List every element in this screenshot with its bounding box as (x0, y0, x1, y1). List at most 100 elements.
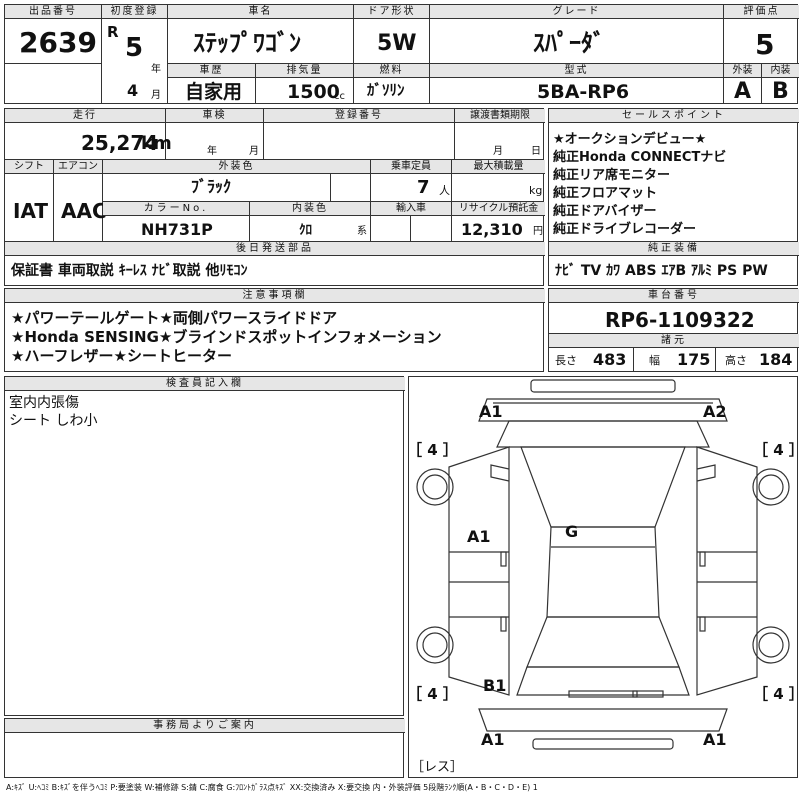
chassis-number: RP6-1109322 (605, 308, 755, 332)
sales-point-panel: セールスポイント ★オークションデビュー★ 純正Honda CONNECTナビ … (548, 108, 799, 286)
car-name: ｽﾃｯﾌﾟﾜｺﾞﾝ (193, 29, 301, 57)
model: 5BA-RP6 (537, 81, 630, 103)
capacity-label: 乗車定員 (371, 160, 451, 174)
color-label: 外装色 (103, 160, 370, 174)
score: 5 (755, 28, 775, 61)
sales-point-3: 純正リア席モニター (553, 168, 671, 183)
reg-month: 4 (127, 81, 139, 100)
model-label: 型式 (430, 64, 723, 78)
length-label: 長さ (555, 354, 577, 367)
height-label: 高さ (725, 354, 747, 367)
equip-label: 純正装備 (549, 242, 799, 256)
score-label: 評価点 (724, 5, 799, 19)
mileage: 25,274 (81, 131, 159, 155)
later-parts: 保証書 車両取説 ｷｰﾚｽ ﾅﾋﾞ取説 他ﾘﾓｺﾝ (11, 263, 248, 279)
ac: AAC (61, 199, 107, 223)
era: R (107, 23, 119, 41)
notes-line-2: ★Honda SENSING★ブラインドスポットインフォメーション (11, 328, 442, 346)
inspector-line-2: シート しわ小 (9, 413, 98, 429)
colorno-label: カラーNo. (103, 202, 249, 216)
sales-point-2: 純正Honda CONNECTナビ (553, 150, 727, 165)
mileage-unit: km (141, 133, 172, 154)
import-label: 輸入車 (371, 202, 451, 216)
colorno: NH731P (141, 220, 213, 239)
inspector-panel: 検査員記入欄 室内内張傷 シート しわ小 (4, 376, 405, 716)
width: 175 (677, 350, 711, 369)
displacement-unit: cc (334, 91, 345, 102)
transfer-label: 譲渡書類期限 (455, 109, 545, 123)
interior-score: B (772, 79, 789, 104)
car-diagram: A1 A2 ［ 4 ］ ［ 4 ］ G A1 B1 ［ 4 ］ ［ 4 ］ A1… (409, 379, 797, 775)
mark-a1-bottom-left: A1 (481, 730, 505, 749)
mark-tire-rear-right: ［ 4 ］ (753, 685, 797, 703)
inspector-label: 検査員記入欄 (5, 377, 405, 391)
interior-label: 内装 (762, 64, 799, 78)
door-label: ドア形状 (354, 5, 429, 19)
shift-label: シフト (5, 160, 53, 174)
height: 184 (759, 350, 793, 369)
equipment: ﾅﾋﾞ TV ｶﾜ ABS ｴｱB ｱﾙﾐ PS PW (555, 263, 768, 279)
displacement-label: 排気量 (256, 64, 353, 78)
office-panel: 事務局よりご案内 (4, 718, 405, 778)
notes-label: 注意事項欄 (5, 289, 545, 303)
ac-label: エアコン (54, 160, 102, 174)
mark-a1-top-left: A1 (479, 402, 503, 421)
lot-number: 2639 (19, 26, 97, 59)
intcolor-unit: 系 (357, 226, 367, 237)
mark-tire-rear-left: ［ 4 ］ (409, 685, 458, 703)
sales-point-1: ★オークションデビュー★ (553, 132, 707, 147)
length: 483 (593, 350, 627, 369)
grade: ｽﾊﾟｰﾀﾞ (533, 29, 605, 57)
insp-year-unit: 年 (207, 146, 217, 157)
insp-month-unit: 月 (249, 146, 259, 157)
fuel: ｶﾞｿﾘﾝ (367, 81, 405, 99)
maxload-label: 最大積載量 (452, 160, 545, 174)
door-type: 5W (377, 31, 417, 56)
legend: A:ｷｽﾞ U:ﾍｺﾐ B:ｷｽﾞを伴うﾍｺﾐ P:要塗装 W:補修跡 S:錆 … (6, 783, 538, 792)
damage-diagram-panel: A1 A2 ［ 4 ］ ［ 4 ］ G A1 B1 ［ 4 ］ ［ 4 ］ A1… (408, 376, 798, 778)
vehicle-info: 走行 車検 登録番号 譲渡書類期限 25,274 km 年 月 月 日 シフト … (4, 108, 545, 286)
dims-label: 諸元 (549, 334, 799, 348)
shift: IAT (13, 199, 49, 223)
color: ﾌﾞﾗｯｸ (191, 177, 232, 196)
mark-tire-front-left: ［ 4 ］ (409, 441, 458, 459)
sales-label: セールスポイント (549, 109, 799, 123)
mark-a1-bottom-right: A1 (703, 730, 727, 749)
regno-label: 登録番号 (264, 109, 454, 123)
first-reg-label: 初度登録 (102, 5, 167, 19)
top-section: 出品番号 初度登録 車名 ドア形状 グレード 評価点 車歴 排気量 燃料 型式 … (4, 4, 799, 104)
fuel-label: 燃料 (354, 64, 429, 78)
sales-point-6: 純正ドライブレコーダー (553, 222, 697, 237)
chassis-panel: 車台番号 RP6-1109322 諸元 長さ 483 幅 175 高さ 184 (548, 288, 799, 372)
exterior-label: 外装 (724, 64, 761, 78)
mark-tire-front-right: ［ 4 ］ (753, 441, 797, 459)
capacity-unit: 人 (439, 184, 450, 197)
notes-line-1: ★パワーテールゲート★両側パワースライドドア (11, 309, 338, 327)
width-label: 幅 (649, 354, 660, 367)
exterior-score: A (734, 79, 752, 104)
history-label: 車歴 (168, 64, 255, 78)
reg-month-unit: 月 (151, 90, 161, 101)
car-name-label: 車名 (168, 5, 353, 19)
mark-b1-side: B1 (483, 676, 506, 695)
reg-year: 5 (125, 33, 144, 63)
notes-panel: 注意事項欄 ★パワーテールゲート★両側パワースライドドア ★Honda SENS… (4, 288, 545, 372)
reg-year-unit: 年 (151, 64, 161, 75)
office-label: 事務局よりご案内 (5, 719, 405, 733)
mark-a1-side: A1 (467, 527, 491, 546)
sales-point-4: 純正フロアマット (553, 186, 658, 201)
mark-roof-g: G (565, 522, 578, 541)
intcolor-label: 内装色 (250, 202, 370, 216)
chassis-label: 車台番号 (549, 289, 799, 303)
history: 自家用 (185, 81, 243, 103)
recycle-unit: 円 (533, 226, 543, 237)
lot-label: 出品番号 (5, 5, 101, 19)
inspection-label: 車検 (166, 109, 263, 123)
capacity: 7 (417, 177, 430, 198)
recycle: 12,310 (461, 220, 523, 239)
inspector-line-1: 室内内張傷 (9, 395, 79, 411)
sales-point-5: 純正ドアバイザー (553, 204, 657, 219)
transfer-month-unit: 月 (493, 146, 503, 157)
recycle-label: リサイクル預託金 (452, 202, 545, 216)
maxload-unit: kg (529, 184, 543, 197)
